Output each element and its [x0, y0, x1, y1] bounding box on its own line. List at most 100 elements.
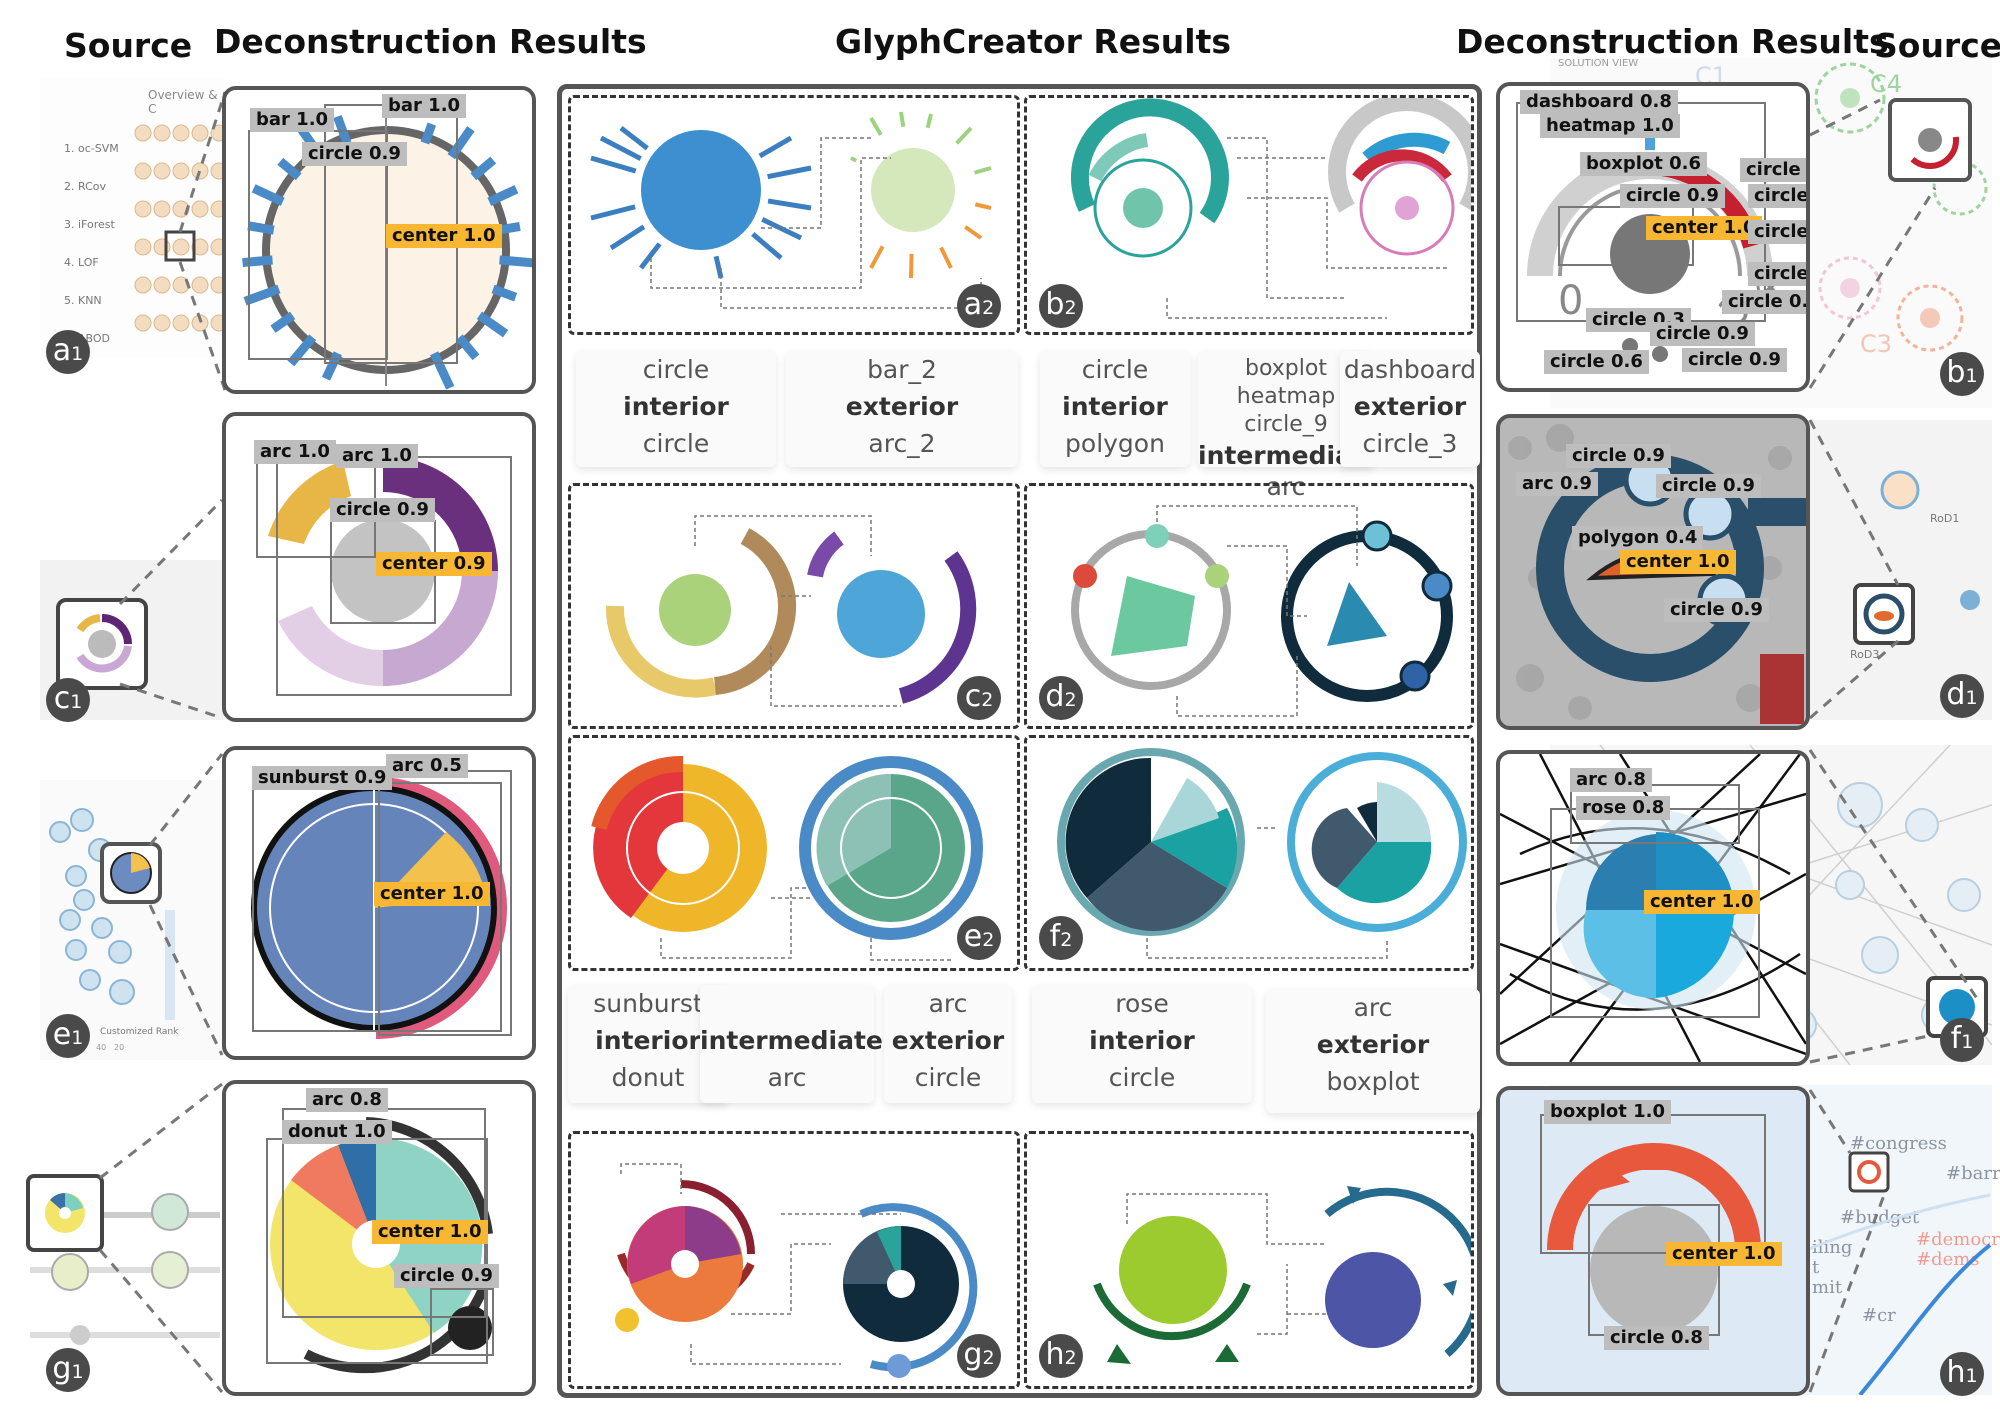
tag-boxplot: boxplot 1.0 — [1544, 1100, 1672, 1124]
tag-boxplot: boxplot 0.6 — [1580, 152, 1708, 176]
result-cell-c2: c2 — [568, 483, 1020, 729]
result-cell-a2: a2 — [568, 95, 1020, 335]
source-dems-tag: #dems — [1916, 1249, 1980, 1270]
template-top: bar_2 — [867, 355, 937, 384]
template-bottom: polygon — [1065, 429, 1165, 458]
tag-circle: circle 0.8 — [1604, 1326, 1709, 1350]
template-mid: exterior — [845, 392, 959, 421]
deconstruction-panel-e: sunburst 0.9 arc 0.5 center 1.0 — [222, 746, 536, 1060]
template-top: sunburst — [593, 989, 703, 1018]
method-2: 2. RCov — [64, 180, 107, 193]
template-mid: interior — [623, 392, 729, 421]
source-c3-label: C3 — [1860, 330, 1893, 358]
label-c2: c2 — [957, 676, 1001, 720]
tag-arc-2: arc 1.0 — [336, 444, 418, 468]
source-image-e1: Customized Rank 40 20 — [40, 780, 225, 1060]
tag-arc: arc 0.8 — [1570, 768, 1652, 792]
tag-rose: rose 0.8 — [1576, 796, 1671, 820]
tag-center: center 1.0 — [1644, 890, 1760, 914]
glyph-c2 — [605, 515, 977, 707]
label-g1: g1 — [46, 1348, 90, 1392]
source-rod1: RoD1 — [1930, 512, 1960, 525]
template-mid: exterior — [1316, 1030, 1430, 1059]
label-f2: f2 — [1039, 916, 1083, 960]
tag-circle-3: circle 0.9 — [1664, 598, 1769, 622]
tag-circle-8: circle 0.9 — [1650, 322, 1755, 346]
label-d2: d2 — [1039, 676, 1083, 720]
glyph-b2 — [1071, 98, 1471, 319]
bbox-arc — [1570, 784, 1740, 844]
tag-arc: arc 0.9 — [1516, 472, 1598, 496]
tag-center: center 1.0 — [1620, 550, 1736, 574]
template-bottom: arc — [767, 1063, 807, 1092]
source-image-g1 — [20, 1140, 220, 1360]
tag-center: center 1.0 — [1666, 1242, 1782, 1266]
source-tick-40: 40 — [96, 1043, 106, 1052]
source-cr-tag: #cr — [1862, 1305, 1896, 1326]
tag-arc-1: arc 1.0 — [254, 440, 336, 464]
tag-heatmap: heatmap 1.0 — [1540, 114, 1680, 138]
source-barr-tag: #barr — [1946, 1163, 2000, 1184]
header-deconstruction-left: Deconstruction Results — [214, 22, 647, 61]
tag-center: center 1.0 — [1646, 216, 1762, 240]
template-mid: exterior — [1353, 392, 1467, 421]
tag-dashboard: dashboard 0.8 — [1520, 90, 1678, 114]
tag-circle: circle 0.9 — [302, 142, 407, 166]
deconstruction-panel-a: bar 1.0 bar 1.0 circle 0.9 center 1.0 — [222, 86, 536, 394]
glyph-e2 — [591, 755, 983, 961]
deconstruction-panel-b: 0 3.4 dashboard 0.8 heatmap 1.0 boxplot … — [1496, 82, 1810, 392]
result-cell-f2: f2 — [1024, 735, 1474, 971]
source-image-a1: Overview & C 1. oc-SVM 2. RCov 3. iFores… — [40, 78, 225, 358]
tag-circle-10: circle 0.9 — [1682, 348, 1787, 372]
template-card-row1-5: dashboard exterior circle_3 — [1340, 351, 1480, 467]
source-g1-glyphs — [26, 1174, 220, 1345]
tag-center: center 0.9 — [376, 552, 492, 576]
source-overview-text: Overview & C — [148, 88, 218, 116]
tag-circle-4: circle 1.0 — [1748, 220, 1806, 244]
tag-center: center 1.0 — [372, 1220, 488, 1244]
label-a1: a1 — [46, 330, 90, 374]
label-f1: f1 — [1940, 1018, 1984, 1062]
template-card-row1-3: circle interior polygon — [1040, 351, 1190, 467]
label-d1: d1 — [1940, 674, 1984, 718]
template-mid: interior — [595, 1026, 701, 1055]
deconstruction-panel-c: arc 1.0 arc 1.0 circle 0.9 center 0.9 — [222, 412, 536, 722]
label-e1: e1 — [46, 1014, 90, 1058]
template-top: rose — [1115, 989, 1169, 1018]
tag-circle-1: circle 0.9 — [1566, 444, 1671, 468]
tag-arc: arc 0.8 — [306, 1088, 388, 1112]
glyph-d-decon — [1508, 424, 1806, 724]
template-top: boxplot heatmap circle_9 — [1236, 356, 1336, 437]
label-e2: e2 — [957, 916, 1001, 960]
tag-center: center 1.0 — [374, 882, 490, 906]
tag-circle-2: circle 0.9 — [1620, 184, 1725, 208]
template-top: dashboard — [1343, 355, 1477, 384]
template-bottom: donut — [611, 1063, 685, 1092]
method-1: 1. oc-SVM — [64, 142, 119, 155]
result-cell-e2: e2 — [568, 735, 1020, 971]
label-b2: b2 — [1039, 284, 1083, 328]
template-mid: intermediate — [700, 1026, 883, 1055]
deconstruction-panel-f: arc 0.8 rose 0.8 center 1.0 — [1496, 750, 1810, 1066]
template-top: circle — [1081, 355, 1149, 384]
dashboard-tick-0: 0 — [1558, 278, 1584, 324]
template-card-row2-4: rose interior circle — [1032, 985, 1252, 1103]
label-b1: b1 — [1940, 352, 1984, 396]
source-t-text: t — [1812, 1257, 1820, 1278]
header-deconstruction-right: Deconstruction Results — [1456, 22, 1889, 61]
source-mit-text: mit — [1812, 1277, 1843, 1298]
result-cell-d2: d2 — [1024, 483, 1474, 729]
tag-circle-3: circle 0.8 — [1748, 184, 1806, 208]
label-c1: c1 — [46, 678, 90, 722]
source-solution-view: SOLUTION VIEW — [1558, 58, 1639, 69]
result-cell-g2: g2 — [568, 1131, 1020, 1389]
template-bottom: circle — [642, 429, 710, 458]
template-card-row2-5: arc exterior boxplot — [1266, 989, 1480, 1113]
bbox-circle — [1588, 1204, 1720, 1336]
tag-circle-9: circle 0.6 — [1544, 350, 1649, 374]
template-bottom: arc — [1266, 472, 1306, 501]
label-a2: a2 — [957, 284, 1001, 328]
deconstruction-panel-d: circle 0.9 arc 0.9 circle 0.9 polygon 0.… — [1496, 414, 1810, 730]
template-bottom: circle — [914, 1063, 982, 1092]
source-tick-20: 20 — [114, 1043, 124, 1052]
